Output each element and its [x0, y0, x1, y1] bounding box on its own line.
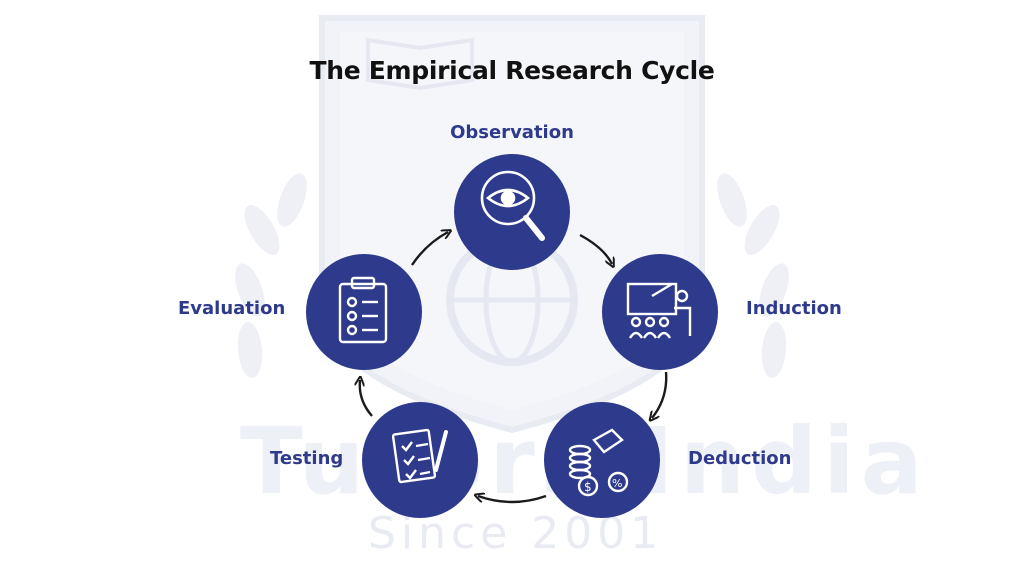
arrow-observation-to-induction [579, 233, 612, 264]
node-testing [362, 402, 478, 518]
node-observation [454, 154, 570, 270]
diagram-title: The Empirical Research Cycle [309, 56, 715, 85]
label-deduction: Deduction [688, 448, 792, 469]
coins-percent-icon: $ % [568, 428, 629, 497]
label-observation: Observation [450, 122, 574, 143]
label-evaluation: Evaluation [178, 298, 286, 319]
node-induction [602, 254, 718, 370]
clipboard-checklist-icon [338, 276, 388, 344]
label-induction: Induction [746, 298, 842, 319]
node-evaluation [306, 254, 422, 370]
arrow-induction-to-deduction [652, 371, 668, 418]
label-testing: Testing [270, 448, 344, 469]
checklist-pen-icon [391, 428, 448, 484]
arrow-evaluation-to-observation [411, 232, 448, 266]
svg-text:%: % [612, 477, 622, 490]
teacher-presentation-icon [626, 282, 692, 339]
magnifier-eye-icon [480, 170, 545, 241]
node-deduction: $ % [544, 402, 660, 518]
svg-text:$: $ [584, 480, 592, 494]
arrow-testing-to-evaluation [360, 380, 373, 417]
arrow-deduction-to-testing [478, 496, 547, 504]
